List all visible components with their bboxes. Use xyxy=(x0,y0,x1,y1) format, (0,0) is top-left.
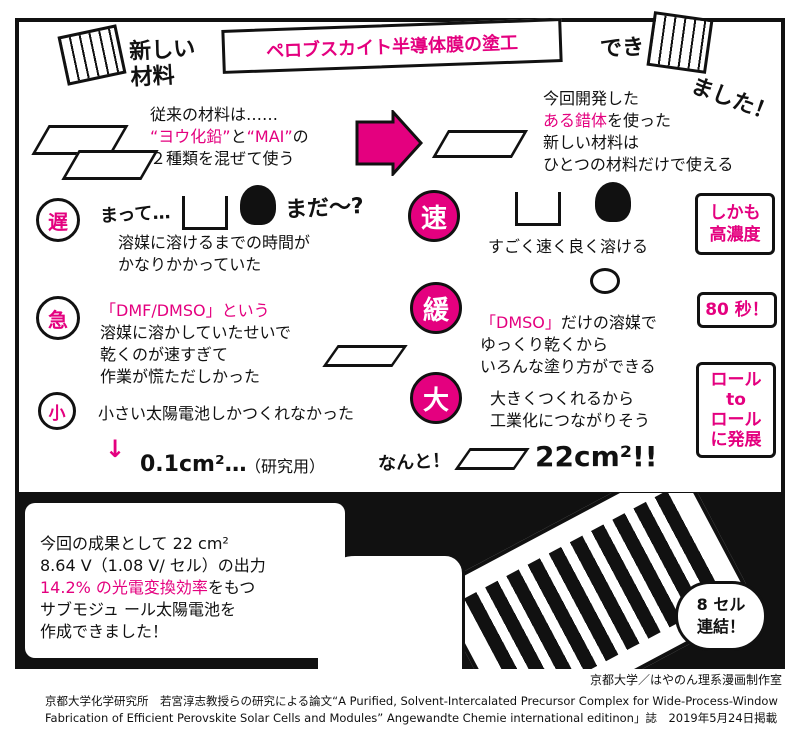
beaker-icon xyxy=(515,192,561,226)
arrow-down-icon: ↓ xyxy=(105,435,126,463)
text: ロール xyxy=(710,410,762,430)
text: ロール xyxy=(710,370,762,390)
text-line: 工業化につながりそう xyxy=(490,411,651,430)
dmso: 「DMSO」 xyxy=(480,313,561,332)
before-text: 従来の材料は…… “ヨウ化鉛”と“MAI”の ２種類を混ぜて使う xyxy=(150,104,309,170)
result-textbox: 今回の成果として 22 cm² 8.64 V（1.08 V/ セル）の出力 14… xyxy=(25,503,345,658)
arrow-right-icon xyxy=(355,110,424,176)
badge-hasty: 急 xyxy=(36,296,80,340)
badge-large: 大 xyxy=(410,372,462,424)
title: ペロブスカイト半導体膜の塗工 xyxy=(265,32,519,63)
bottom-panel: 今回の成果として 22 cm² 8.64 V（1.08 V/ セル）の出力 14… xyxy=(15,493,785,669)
badge-gentle: 緩 xyxy=(410,282,462,334)
note-80-seconds: 80 秒！ xyxy=(697,292,777,328)
mai: “MAI” xyxy=(246,127,293,146)
text-line: 今回開発した xyxy=(543,89,640,108)
old-solvent-text: 「DMF/DMSO」という 溶媒に溶かしていたせいで 乾くのが速すぎて 作業が慌… xyxy=(100,300,291,388)
text-line: 8.64 V（1.08 V/ セル）の出力 xyxy=(40,556,266,575)
text-line: ゆっくり乾くから xyxy=(480,335,609,354)
text: に発展 xyxy=(710,430,762,450)
large-area-label: 22cm²!! xyxy=(535,440,658,473)
research-use: （研究用） xyxy=(245,457,326,476)
author-credit: 京都大学／はやのん理系漫画制作室 xyxy=(589,673,782,687)
top-panel xyxy=(15,18,785,496)
text-line: 作成できました！ xyxy=(40,622,169,641)
text-line: 今回の成果として 22 cm² xyxy=(40,534,229,553)
text-line: 作業が慌ただしかった xyxy=(100,367,261,386)
text-line: 乾くのが速すぎて xyxy=(100,345,229,364)
citation-line-1: 京都大学化学研究所 若宮淳志教授らの研究による論文“A Purified, So… xyxy=(45,694,778,708)
character-right xyxy=(646,11,714,74)
result-text: 今回の成果として 22 cm² 8.64 V（1.08 V/ セル）の出力 14… xyxy=(40,533,266,643)
still-label: まだ～? xyxy=(284,193,365,224)
eight-cells-bubble: 8 セル連結！ xyxy=(675,581,767,651)
text-line: かなりかかっていた xyxy=(118,255,262,274)
badge-small: 小 xyxy=(38,392,76,430)
badge-fast: 速 xyxy=(408,190,460,242)
text-line: 「DMF/DMSO」という xyxy=(100,301,270,320)
old-size-text: 小さい太陽電池しかつくれなかった xyxy=(98,404,355,423)
text: 80 秒！ xyxy=(705,300,769,320)
efficiency: 14.2% の光電変換効率 xyxy=(40,578,208,597)
wait-label: まって… xyxy=(99,202,171,227)
text-line: 従来の材料は…… xyxy=(150,105,279,124)
text-line: サブモジュ ール太陽電池を xyxy=(40,600,236,619)
text: だけの溶媒で xyxy=(560,313,657,332)
timer-icon xyxy=(590,268,620,294)
text: をもつ xyxy=(207,578,256,597)
text-line: ひとつの材料だけで使える xyxy=(543,155,734,174)
surprise-label: なんと！ xyxy=(377,450,451,475)
text: と xyxy=(230,127,247,146)
text-line: 8 セル xyxy=(696,595,746,614)
lead-iodide: “ヨウ化鉛” xyxy=(150,127,231,146)
beaker-icon xyxy=(182,196,228,230)
old-dissolve-text: 溶媒に溶けるまでの時間がかなりかかっていた xyxy=(118,232,310,276)
skull-icon xyxy=(595,182,631,222)
citation-line-2: Fabrication of Efficient Perovskite Sola… xyxy=(45,711,778,725)
text: を使った xyxy=(607,111,672,130)
note-high-concentration: しかも高濃度 xyxy=(695,193,775,255)
text-line: 溶媒に溶けるまでの時間が xyxy=(118,233,311,252)
done-label-1: でき xyxy=(599,34,645,63)
new-size-text: 大きくつくれるから工業化につながりそう xyxy=(490,388,650,432)
complex: ある錯体 xyxy=(543,111,608,130)
small-area-label: 0.1cm²… xyxy=(140,452,247,477)
new-solvent-text: 「DMSO」だけの溶媒で ゆっくり乾くから いろんな塗り方ができる xyxy=(480,312,657,378)
after-text: 今回開発した ある錯体を使った 新しい材料は ひとつの材料だけで使える xyxy=(543,88,733,176)
text-line: 大きくつくれるから xyxy=(490,389,635,408)
badge-slow: 遅 xyxy=(36,198,80,242)
new-dissolve-text: すごく速く良く溶ける xyxy=(488,237,649,256)
text-line: ２種類を混ぜて使う xyxy=(150,149,295,168)
text-line: いろんな塗り方ができる xyxy=(480,357,656,376)
skull-icon xyxy=(240,185,276,225)
text-line: 溶媒に溶かしていたせいで xyxy=(100,323,292,342)
text: の xyxy=(292,127,309,146)
text-line: 連結！ xyxy=(696,617,745,636)
text-line: 新しい材料は xyxy=(543,133,640,152)
text: 高濃度 xyxy=(709,225,761,245)
text: to xyxy=(726,390,746,410)
text: しかも xyxy=(709,203,761,223)
powder-icon xyxy=(431,130,529,158)
new-material-label: 新しい材料 xyxy=(128,36,196,91)
